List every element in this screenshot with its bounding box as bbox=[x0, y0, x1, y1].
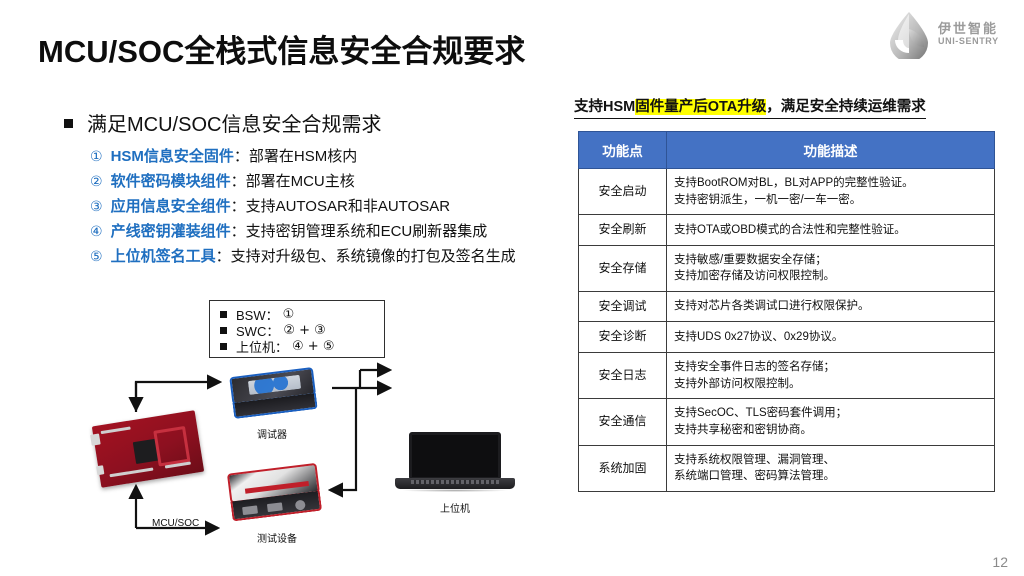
legend-label: BSW： bbox=[236, 307, 279, 323]
legend-row: 上位机： ④ + ⑤ bbox=[220, 338, 384, 355]
list-item-desc: ：支持密钥管理系统和ECU刷新器集成 bbox=[230, 223, 488, 240]
legend-label: SWC： bbox=[236, 323, 280, 339]
cell-feature-point: 系统加固 bbox=[578, 444, 667, 492]
cell-feature-description: 支持SecOC、TLS密码套件调用； 支持共享秘密和密钥协商。 bbox=[666, 398, 995, 446]
table-row: 安全日志 支持安全事件日志的签名存储； 支持外部访问权限控制。 bbox=[578, 351, 995, 400]
square-bullet-icon bbox=[220, 326, 227, 334]
circled-number-5-icon: ⑤ bbox=[90, 249, 103, 265]
list-item-title: 应用信息安全组件 bbox=[110, 198, 231, 215]
numbered-component-list: ① HSM信息安全固件 ：部署在HSM核内 ② 软件密码模块组件 ：部署在MCU… bbox=[64, 145, 574, 266]
cell-feature-description: 支持对芯片各类调试口进行权限保护。 bbox=[666, 291, 995, 323]
cell-feature-description: 支持BootROM对BL，BL对APP的完整性验证。 支持密钥派生，一机一密/一… bbox=[666, 167, 995, 216]
cell-feature-point: 安全存储 bbox=[578, 244, 667, 293]
logo-cn-text: 伊世智能 bbox=[938, 21, 999, 36]
mapping-legend-box: BSW： ① SWC： ② + ③ 上位机： ④ + ⑤ bbox=[209, 300, 385, 358]
device-label-debugger: 调试器 bbox=[257, 430, 287, 441]
cell-feature-point: 安全启动 bbox=[578, 167, 667, 216]
droplet-leaf-logo-icon bbox=[890, 12, 928, 59]
cell-feature-point: 安全日志 bbox=[578, 351, 667, 400]
list-item-title: 上位机签名工具 bbox=[110, 248, 216, 265]
lead-bullet-row: 满足MCU/SOC信息安全合规需求 bbox=[64, 108, 574, 137]
cell-feature-point: 安全诊断 bbox=[578, 321, 667, 353]
square-bullet-icon bbox=[220, 310, 227, 318]
cell-feature-description: 支持安全事件日志的签名存储； 支持外部访问权限控制。 bbox=[666, 351, 995, 400]
table-row: 安全调试 支持对芯片各类调试口进行权限保护。 bbox=[578, 291, 995, 323]
cell-feature-point: 安全通信 bbox=[578, 398, 667, 446]
column-header-description: 功能描述 bbox=[666, 131, 995, 169]
table-header-row: 功能点 功能描述 bbox=[578, 131, 995, 169]
list-item-desc: ：部署在MCU主核 bbox=[230, 173, 355, 190]
square-bullet-icon bbox=[220, 342, 227, 350]
legend-row: SWC： ② + ③ bbox=[220, 322, 384, 339]
list-item-title: 产线密钥灌装组件 bbox=[110, 223, 231, 240]
cell-feature-description: 支持敏感/重要数据安全存储； 支持加密存储及访问权限控制。 bbox=[666, 244, 995, 293]
circled-number-1-icon: ① bbox=[90, 149, 103, 165]
cell-feature-description: 支持OTA或OBD模式的合法性和完整性验证。 bbox=[666, 214, 995, 246]
table-row: 安全刷新 支持OTA或OBD模式的合法性和完整性验证。 bbox=[578, 214, 995, 246]
legend-row: BSW： ① bbox=[220, 306, 384, 323]
heading-suffix: ，满足安全持续运维需求 bbox=[766, 99, 926, 115]
circled-number-4-icon: ④ bbox=[90, 224, 103, 240]
table-row: 安全通信 支持SecOC、TLS密码套件调用； 支持共享秘密和密钥协商。 bbox=[578, 398, 995, 446]
square-bullet-icon bbox=[64, 119, 73, 128]
list-item-title: HSM信息安全固件 bbox=[110, 148, 234, 165]
brand-logo: 伊世智能 UNI-SENTRY bbox=[884, 8, 1016, 60]
list-item: ⑤ 上位机签名工具 ：支持对升级包、系统镜像的打包及签名生成 bbox=[90, 245, 574, 266]
logo-en-text: UNI-SENTRY bbox=[938, 36, 999, 46]
list-item: ③ 应用信息安全组件 ：支持AUTOSAR和非AUTOSAR bbox=[90, 195, 574, 216]
page-number: 12 bbox=[992, 554, 1008, 570]
heading-prefix: 支持HSM bbox=[574, 99, 636, 115]
heading-highlight: 固件量产后OTA升级 bbox=[635, 99, 767, 115]
lead-bullet-text: 满足MCU/SOC信息安全合规需求 bbox=[87, 114, 382, 136]
table-row: 安全存储 支持敏感/重要数据安全存储； 支持加密存储及访问权限控制。 bbox=[578, 244, 995, 293]
list-item-desc: ：支持对升级包、系统镜像的打包及签名生成 bbox=[215, 248, 516, 265]
legend-marks: ① bbox=[282, 306, 295, 322]
system-architecture-diagram: MCU/SOC 调试器 测试设备 上位机 bbox=[60, 360, 570, 560]
legend-marks: ④ + ⑤ bbox=[292, 338, 335, 354]
list-item-desc: ：部署在HSM核内 bbox=[233, 148, 358, 165]
list-item: ① HSM信息安全固件 ：部署在HSM核内 bbox=[90, 145, 574, 166]
host-pc-laptop-image bbox=[395, 432, 515, 494]
legend-marks: ② + ③ bbox=[283, 322, 326, 338]
device-label-test-equipment: 测试设备 bbox=[257, 534, 297, 545]
table-row: 安全启动 支持BootROM对BL，BL对APP的完整性验证。 支持密钥派生，一… bbox=[578, 167, 995, 216]
right-section-heading: 支持HSM固件量产后OTA升级，满足安全持续运维需求 bbox=[574, 95, 926, 119]
list-item-desc: ：支持AUTOSAR和非AUTOSAR bbox=[230, 198, 451, 215]
list-item-title: 软件密码模块组件 bbox=[110, 173, 231, 190]
table-row: 安全诊断 支持UDS 0x27协议、0x29协议。 bbox=[578, 321, 995, 353]
circled-number-2-icon: ② bbox=[90, 174, 103, 190]
cell-feature-description: 支持系统权限管理、漏洞管理、 系统端口管理、密码算法管理。 bbox=[666, 444, 995, 492]
list-item: ② 软件密码模块组件 ：部署在MCU主核 bbox=[90, 170, 574, 191]
logo-wordmark: 伊世智能 UNI-SENTRY bbox=[938, 22, 999, 46]
circled-number-3-icon: ③ bbox=[90, 199, 103, 215]
left-content-column: 满足MCU/SOC信息安全合规需求 ① HSM信息安全固件 ：部署在HSM核内 … bbox=[64, 108, 574, 270]
security-feature-table: 功能点 功能描述 安全启动 支持BootROM对BL，BL对APP的完整性验证。… bbox=[578, 131, 995, 492]
cell-feature-point: 安全刷新 bbox=[578, 214, 667, 246]
device-label-host-pc: 上位机 bbox=[440, 504, 470, 515]
column-header-point: 功能点 bbox=[578, 131, 667, 169]
cell-feature-point: 安全调试 bbox=[578, 291, 667, 323]
legend-label: 上位机： bbox=[236, 339, 289, 355]
cell-feature-description: 支持UDS 0x27协议、0x29协议。 bbox=[666, 321, 995, 353]
table-row: 系统加固 支持系统权限管理、漏洞管理、 系统端口管理、密码算法管理。 bbox=[578, 444, 995, 492]
device-label-mcu-soc: MCU/SOC bbox=[152, 518, 200, 529]
list-item: ④ 产线密钥灌装组件 ：支持密钥管理系统和ECU刷新器集成 bbox=[90, 220, 574, 241]
diagram-connector-arrows bbox=[128, 362, 393, 536]
page-title: MCU/SOC全栈式信息安全合规要求 bbox=[38, 34, 526, 69]
